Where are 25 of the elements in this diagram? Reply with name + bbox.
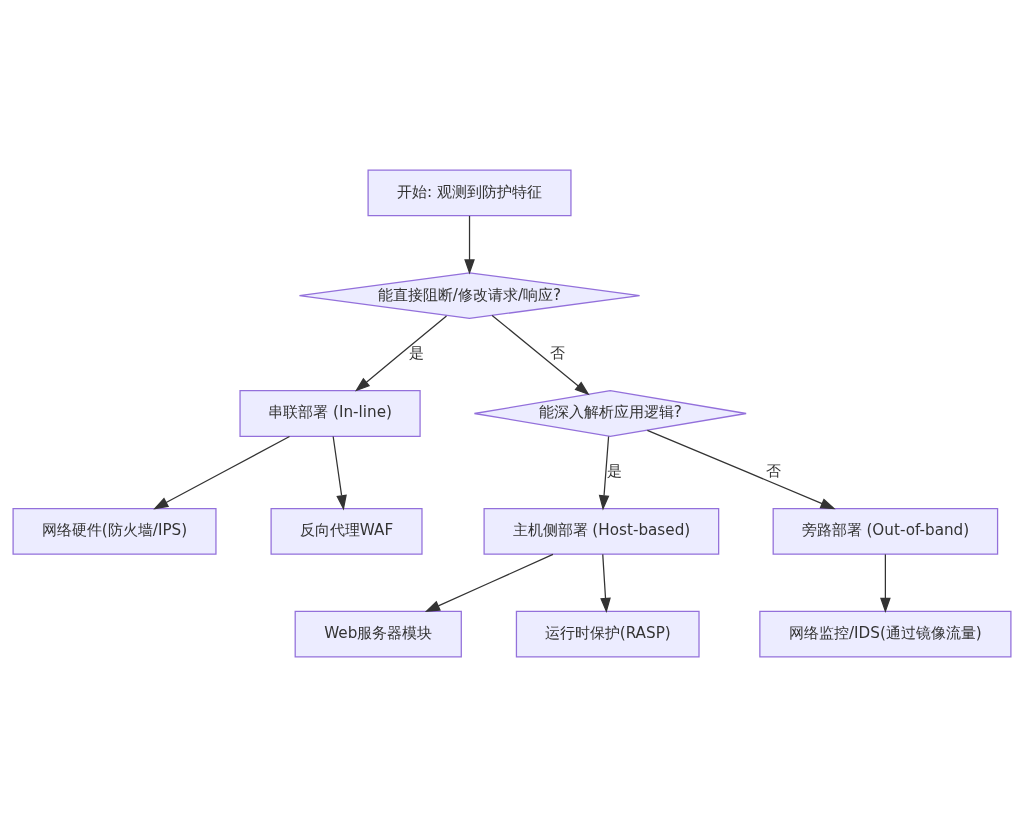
node-box: 网络硬件(防火墙/IPS) [12, 507, 217, 555]
node-box: 网络监控/IDS(通过镜像流量) [759, 610, 1012, 658]
node-box: Web服务器模块 [294, 610, 462, 658]
node-box: 主机侧部署 (Host-based) [483, 507, 720, 555]
arrow [354, 314, 448, 392]
node-diamond: 能深入解析应用逻辑? [473, 389, 747, 437]
node-box: 运行时保护(RASP) [515, 610, 700, 658]
arrow [600, 553, 611, 613]
edge-label: 否 [550, 343, 566, 362]
node-box: 串联部署 (In-line) [239, 389, 421, 437]
edge-label: 是 [409, 343, 425, 362]
arrow [598, 435, 610, 510]
arrow [491, 314, 590, 395]
arrow [424, 553, 554, 612]
edge-label: 否 [765, 461, 781, 480]
node-diamond: 能直接阻断/修改请求/响应? [298, 271, 641, 319]
node-box: 开始: 观测到防护特征 [367, 168, 572, 216]
edge-label: 是 [607, 461, 623, 480]
arrow [880, 553, 891, 613]
arrow [332, 435, 347, 510]
arrow [153, 435, 291, 509]
node-box: 反向代理WAF [270, 507, 423, 555]
node-box: 旁路部署 (Out-of-band) [772, 507, 999, 555]
arrow [464, 214, 475, 275]
arrow [646, 429, 836, 509]
